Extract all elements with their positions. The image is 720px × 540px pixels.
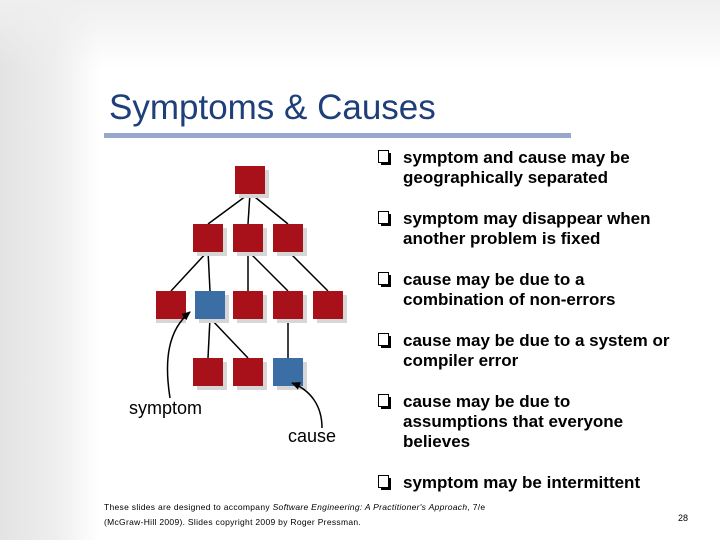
checkbox-bullet-icon	[378, 150, 392, 166]
slide-title: Symptoms & Causes	[109, 88, 436, 127]
edge-l2b-l3d	[247, 250, 289, 292]
tree-node-l2a	[193, 224, 223, 252]
footer-prefix: These slides are designed to accompany	[104, 502, 273, 512]
footer-citation: These slides are designed to accompany S…	[104, 500, 584, 530]
cause-label: cause	[288, 426, 337, 446]
page-number: 28	[678, 513, 689, 523]
checkbox-bullet-icon	[378, 475, 392, 491]
footer-line-1: These slides are designed to accompany S…	[104, 500, 584, 515]
tree-nodes	[156, 166, 347, 390]
edge-l2c-l3e	[287, 250, 329, 292]
symptom-arrow	[166, 311, 191, 399]
tree-node-root	[235, 166, 265, 194]
bullet-text: cause may be due to a combination of non…	[403, 270, 616, 309]
edge-root-l2a	[207, 192, 251, 225]
edge-l2a-l3a	[170, 250, 209, 292]
edge-l3b-l4b	[209, 317, 249, 359]
edge-root-l2c	[249, 192, 289, 225]
bullet-item: cause may be due to assumptions that eve…	[378, 392, 678, 452]
tree-edges	[170, 192, 329, 359]
bullet-item: symptom may be intermittent	[378, 473, 678, 493]
tree-node-cause	[273, 358, 303, 386]
side-gradient-background	[0, 0, 100, 540]
bullet-item: cause may be due to a system or compiler…	[378, 331, 678, 371]
tree-node-l3e	[313, 291, 343, 319]
checkbox-bullet-icon	[378, 333, 392, 349]
cause-arrow	[291, 382, 323, 429]
title-underline	[104, 133, 571, 138]
bullet-list: symptom and cause may be geographically …	[378, 148, 678, 514]
checkbox-bullet-icon	[378, 272, 392, 288]
tree-node-l3c	[233, 291, 263, 319]
checkbox-bullet-icon	[378, 211, 392, 227]
tree-node-l3a	[156, 291, 186, 319]
tree-node-l3d	[273, 291, 303, 319]
tree-node-symptom	[195, 291, 225, 319]
bullet-text: symptom may disappear when another probl…	[403, 209, 651, 248]
footer-book-title: Software Engineering: A Practitioner's A…	[272, 502, 468, 512]
footer-line-2: (McGraw-Hill 2009). Slides copyright 200…	[104, 517, 362, 527]
bullet-text: cause may be due to assumptions that eve…	[403, 392, 624, 451]
edge-l2a-l3b	[207, 250, 211, 292]
bullet-text: symptom may be intermittent	[403, 473, 641, 492]
bullet-item: symptom and cause may be geographically …	[378, 148, 678, 188]
edge-l3b-l4a	[207, 317, 211, 359]
checkbox-bullet-icon	[378, 394, 392, 410]
footer-suffix: , 7/e	[467, 502, 486, 512]
tree-node-l2b	[233, 224, 263, 252]
symptom-label: symptom	[129, 398, 203, 418]
bullet-item: symptom may disappear when another probl…	[378, 209, 678, 249]
tree-node-l4b	[233, 358, 263, 386]
tree-node-l2c	[273, 224, 303, 252]
bullet-text: cause may be due to a system or compiler…	[403, 331, 670, 370]
tree-node-l4a	[193, 358, 223, 386]
top-gradient-background	[0, 0, 720, 70]
bullet-text: symptom and cause may be geographically …	[403, 148, 630, 187]
edge-root-l2b	[247, 192, 251, 225]
bullet-item: cause may be due to a combination of non…	[378, 270, 678, 310]
